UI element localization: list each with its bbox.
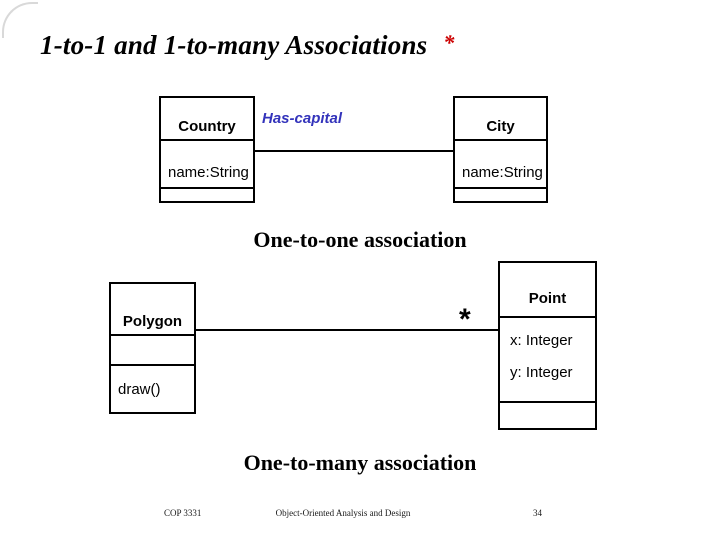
association-line-one-to-many (196, 329, 498, 331)
footer-title: Object-Oriented Analysis and Design (275, 508, 411, 518)
point-attribute-x: x: Integer (510, 332, 573, 349)
point-operations-compartment (500, 401, 595, 428)
point-attribute-compartment: x: Integer y: Integer (500, 316, 595, 401)
country-attribute: name:String (168, 164, 249, 181)
uml-class-country: Country name:String (159, 96, 255, 203)
uml-class-point: Point x: Integer y: Integer (498, 261, 597, 430)
slide-rounded-corner (2, 2, 38, 38)
multiplicity-star: * (459, 303, 471, 336)
country-operations-compartment (161, 187, 253, 201)
slide-title: 1-to-1 and 1-to-many Associations * (40, 28, 455, 64)
city-attribute: name:String (462, 164, 543, 181)
caption-one-to-one: One-to-one association (253, 227, 467, 252)
association-line-one-to-one (255, 150, 453, 152)
caption-one-to-many: One-to-many association (243, 450, 477, 475)
footer-course-code: COP 3331 (164, 508, 202, 518)
point-attribute-y: y: Integer (510, 364, 573, 381)
country-name-compartment: Country (161, 98, 253, 139)
polygon-operations-compartment: draw() (111, 364, 194, 412)
point-class-name: Point (528, 290, 567, 307)
uml-class-city: City name:String (453, 96, 548, 203)
polygon-name-compartment: Polygon (111, 284, 194, 334)
polygon-class-name: Polygon (122, 313, 183, 330)
slide-title-text: 1-to-1 and 1-to-many Associations (40, 30, 428, 60)
point-name-compartment: Point (500, 263, 595, 316)
footer-page-number: 34 (533, 508, 542, 518)
polygon-attribute-compartment (111, 334, 194, 364)
city-attribute-compartment: name:String (455, 139, 546, 187)
city-class-name: City (486, 118, 515, 135)
country-class-name: Country (178, 118, 236, 135)
polygon-operation: draw() (118, 380, 161, 398)
city-name-compartment: City (455, 98, 546, 139)
association-name-label: Has-capital (262, 110, 343, 127)
title-footnote-asterisk: * (443, 30, 455, 55)
uml-class-polygon: Polygon draw() (109, 282, 196, 414)
city-operations-compartment (455, 187, 546, 201)
country-attribute-compartment: name:String (161, 139, 253, 187)
